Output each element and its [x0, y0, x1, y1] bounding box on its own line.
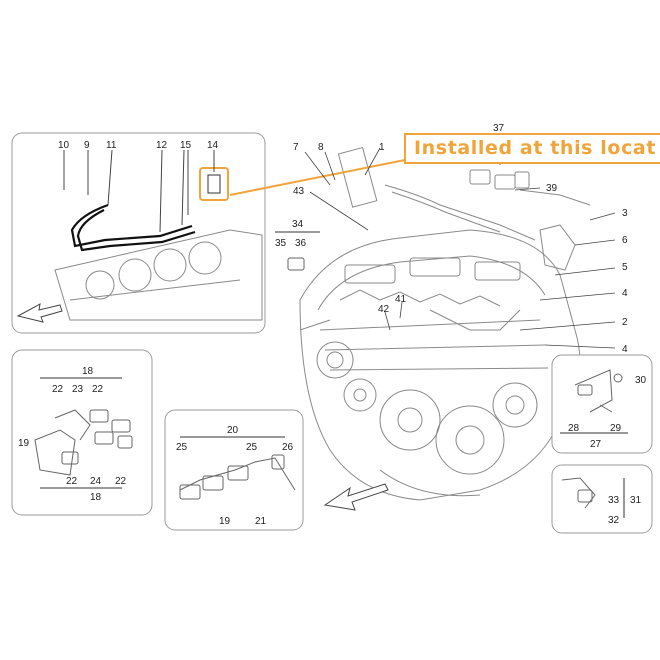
- label-25-b: 25: [246, 442, 258, 453]
- label-22-a: 22: [52, 384, 64, 395]
- label-25-a: 25: [176, 442, 188, 453]
- label-11: 11: [106, 140, 117, 151]
- label-23: 23: [72, 384, 84, 395]
- inset-sensor-27: 30 28 29 27: [551, 354, 653, 454]
- label-37: 37: [493, 123, 505, 134]
- label-43: 43: [293, 186, 305, 197]
- label-36: 36: [295, 238, 307, 249]
- installed-location-callout: Installed at this locat: [404, 133, 660, 164]
- leader-lines: [304, 133, 616, 349]
- label-6: 6: [622, 235, 628, 246]
- label-21: 21: [255, 516, 267, 527]
- inset-clip-31: 33 31 32: [551, 464, 653, 534]
- label-35: 35: [275, 238, 287, 249]
- inset-fuel-lines: 10 9 11 12 15 14: [11, 132, 266, 334]
- label-42: 42: [378, 304, 390, 315]
- label-32: 32: [608, 515, 620, 526]
- engine-illustration: [299, 146, 591, 501]
- label-29: 29: [610, 423, 622, 434]
- callout-leader: [229, 159, 406, 196]
- label-2: 2: [622, 317, 628, 328]
- label-19-bottom: 19: [219, 516, 231, 527]
- label-28: 28: [568, 423, 580, 434]
- label-33: 33: [608, 495, 620, 506]
- label-7: 7: [293, 142, 299, 153]
- group-34: 34 35 36: [275, 219, 320, 271]
- label-27: 27: [590, 439, 602, 450]
- label-3: 3: [622, 208, 628, 219]
- label-24: 24: [90, 476, 102, 487]
- label-1: 1: [379, 142, 385, 153]
- label-41: 41: [395, 294, 407, 305]
- label-20: 20: [227, 425, 239, 436]
- direction-arrow: [323, 483, 389, 511]
- label-22-b: 22: [92, 384, 104, 395]
- label-39: 39: [546, 183, 558, 194]
- label-8: 8: [318, 142, 324, 153]
- label-18-bottom: 18: [90, 492, 102, 503]
- inset-clips-20: 20 25 25 26 19 21: [164, 409, 304, 531]
- label-15: 15: [180, 140, 192, 151]
- label-22-c: 22: [66, 476, 78, 487]
- label-5: 5: [622, 262, 628, 273]
- label-31: 31: [630, 495, 642, 506]
- label-19-left: 19: [18, 438, 30, 449]
- label-4-b: 4: [622, 344, 628, 355]
- label-34: 34: [292, 219, 304, 230]
- label-12: 12: [156, 140, 168, 151]
- label-14: 14: [207, 140, 219, 151]
- main-labels: 7 8 1 43 37 39 3 6 5 4 2 4 41 42: [293, 123, 628, 355]
- label-30: 30: [635, 375, 647, 386]
- callout-text: Installed at this locat: [414, 137, 657, 159]
- label-26: 26: [282, 442, 294, 453]
- label-18-top: 18: [82, 366, 94, 377]
- inset-brackets-18: 18 22 23 22 19 22 24 22 18: [11, 349, 153, 516]
- label-9: 9: [84, 140, 90, 151]
- label-10: 10: [58, 140, 70, 151]
- label-4-a: 4: [622, 288, 628, 299]
- label-22-d: 22: [115, 476, 127, 487]
